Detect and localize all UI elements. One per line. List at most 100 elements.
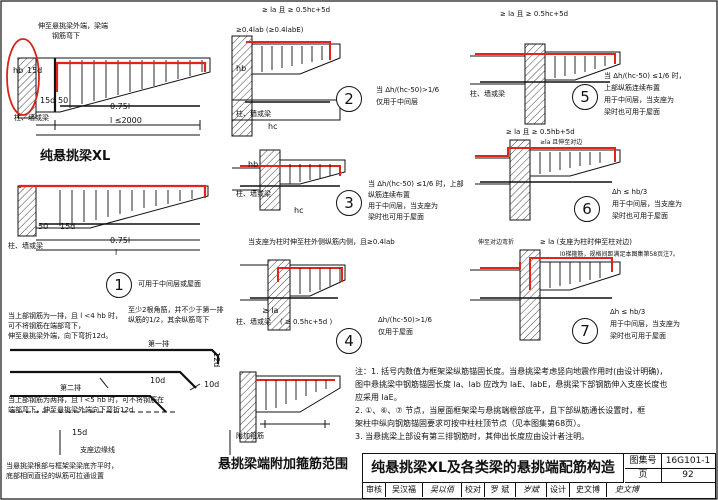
fig6-text-2: 用于中间层，当支座为: [612, 200, 682, 208]
fig7-dim-side: 伸至对边弯折: [478, 239, 515, 246]
fig0-dim-15d-bottom: 15d: [40, 96, 56, 105]
fig1-dim-l: l: [115, 248, 118, 257]
fig2-number: 2: [336, 86, 362, 112]
rebar-note-top-1: 当上部钢筋为一排，且 l <4 hb 时，: [8, 312, 123, 320]
rebar-dim-10d: 10d: [150, 376, 166, 385]
fig0-dim-hb: hb: [13, 66, 24, 75]
fig0-annotation-2: 钢筋弯下: [52, 32, 80, 40]
fig5-text-4: 梁时也可用于屋面: [604, 108, 660, 116]
fig2-support-label: 柱、墙或梁: [236, 110, 271, 118]
fig0-dim-50: 50: [58, 96, 69, 105]
fig6-text-1: Δh ≤ hb/3: [612, 188, 648, 196]
rebar-dim-10d-b: 10d: [204, 380, 220, 389]
reviewer-signature: 吴以佰: [423, 482, 462, 497]
fig4-note: Δh/(hc-50)>1/6: [378, 316, 432, 324]
rebar-note-second-2: 端部弯下，伸至悬挑梁外端向下弯折12d: [8, 406, 134, 414]
rebar-first-row: 第一排: [148, 340, 169, 348]
fig2-condition: 当 Δh/(hc-50)>1/6: [376, 86, 440, 94]
atlas-number: 16G101-1: [661, 454, 715, 469]
fig5-geometry: [470, 43, 621, 125]
fig4-dim-bottom: ( ≥ 0.5hc+5d ): [280, 318, 333, 326]
fig6-dim-side: ≥la 且伸至对边: [540, 139, 583, 146]
fig3-dim-hb: hb: [248, 160, 259, 169]
fig7-annotation: l0梯箍筋，规格间距满足本图集第58页注7。: [560, 251, 679, 258]
fig0-title: 纯悬挑梁XL: [40, 149, 111, 164]
rebar-note-second-1: 当上部钢筋为两排，且 l <5 hb 时，可不将钢筋在: [8, 396, 165, 404]
fig3-text-2: 纵筋连续布置: [368, 191, 410, 199]
highlight-circle: [6, 38, 40, 116]
designer-name: 史文博: [570, 482, 607, 497]
rebar-note-bottom-2: 底部相同直径的纵筋可拉通设置: [6, 472, 104, 480]
rebar-sketches: [10, 348, 231, 455]
fig3-number: 3: [336, 190, 362, 216]
design-label: 设计: [547, 482, 570, 497]
fig7-geometry: [470, 249, 621, 341]
fig4-note-2: 仅用于屋面: [378, 328, 413, 336]
fig1-geometry: [17, 184, 209, 251]
fig5-dim-top: ≥ la 且 ≥ 0.5hc+5d: [500, 10, 569, 18]
fig3-text-3: 用于中间层，当支座为: [368, 202, 438, 210]
fig5-text-1: 当 Δh/(hc-50) ≤1/6 时，: [604, 72, 686, 80]
fig0-dim-075l: 0.75l: [110, 102, 131, 111]
add-stirrup-title: 悬挑梁端附加箍筋范围: [218, 457, 349, 472]
fig3-support-label: 柱、墙或梁: [236, 190, 271, 198]
page-label: 页: [625, 468, 662, 483]
note-line: 2. ①、⑥、⑦ 节点，当屋面框架梁与悬挑端根部底平，且下部纵筋通长设置时，框: [355, 406, 646, 415]
rebar-support-edge-label: 支座边缘线: [80, 446, 115, 454]
fig3-text-1: 当 Δh/(hc-50) ≤1/6 时，上部: [368, 180, 464, 188]
fig5-support-label: 柱、墙或梁: [470, 90, 505, 98]
fig3-text-4: 梁时也可用于屋面: [368, 213, 424, 221]
rebar-note-bottom-1: 当悬挑梁根部与框架梁梁底齐平时，: [6, 462, 118, 470]
fig0-dim-l: l ≤2000: [110, 116, 142, 125]
fig7-text-1: Δh ≤ hb/3: [610, 308, 646, 316]
fig4-geometry: [240, 259, 346, 331]
fig2-dim-04lab: ≥0.4lab (≥0.4labE): [236, 26, 304, 34]
rebar-note-top-2: 可不将钢筋在端部弯下，: [8, 322, 85, 330]
note-line: 架柱中纵向钢筋锚固要求可按中柱柱顶节点（见本图集第68页）。: [355, 419, 586, 428]
fig6-geometry: [475, 139, 621, 221]
fig4-annotation-top: 当支座为柱时伸至柱外侧纵筋内侧，且≥0.4lab: [248, 238, 395, 246]
fig2-dim-hb: hb: [236, 64, 247, 73]
checker-name: 罗 斌: [485, 482, 516, 497]
rebar-second-row: 第二排: [60, 384, 81, 392]
rebar-note-top-3: 伸至悬挑梁外端，向下弯折12d。: [8, 332, 113, 340]
rebar-note-mid-2: 纵筋的1/2，其余纵筋弯下: [128, 316, 210, 324]
fig2-geometry: [231, 35, 341, 137]
page-number: 92: [661, 468, 715, 483]
fig0-dim-15d: 15d: [27, 66, 43, 75]
general-notes: 注：1. 括号内数值为框架梁纵筋锚固长度。当悬挑梁考虑竖向地震作用时(由设计明确…: [355, 365, 710, 443]
fig1-note: 可用于中间层或屋面: [138, 280, 201, 288]
rebar-dim-15d: 15d: [72, 428, 88, 437]
fig7-text-3: 梁时也可用于屋面: [610, 332, 666, 340]
checker-signature: 岁斌: [516, 482, 547, 497]
fig6-text-3: 梁时也可用于屋面: [612, 212, 668, 220]
note-line: 应采用 laE。: [355, 393, 402, 402]
fig3-geometry: [232, 149, 346, 211]
reviewer-name: 吴汉福: [386, 482, 423, 497]
fig1-support-label: 柱、墙或梁: [8, 242, 43, 250]
fig0-geometry: [17, 57, 211, 136]
title-block: 纯悬挑梁XL及各类梁的悬挑端配筋构造 图集号 16G101-1 页 92 审核 …: [362, 453, 716, 499]
fig4-support-label: 柱、墙或梁: [236, 318, 271, 326]
fig7-text-2: 用于中间层，当支座为: [610, 320, 680, 328]
note-line: 注：1. 括号内数值为框架梁纵筋锚固长度。当悬挑梁考虑竖向地震作用时(由设计明确…: [355, 367, 668, 376]
fig5-text-3: 用于中间层，当支座为: [604, 96, 674, 104]
rebar-note-mid-1: 至少2根角筋，并不少于第一排: [128, 306, 224, 314]
fig0-support-label: 柱、墙或梁: [14, 114, 49, 122]
fig5-text-2: 上部纵筋连续布置: [604, 84, 660, 92]
fig2-note: 仅用于中间层: [376, 98, 418, 106]
check-label: 校对: [462, 482, 485, 497]
fig6-number: 6: [574, 196, 600, 222]
note-line: 图中悬挑梁中钢筋锚固长度 la、lab 应改为 laE、labE，悬挑梁下部钢筋…: [355, 380, 668, 389]
fig2-dim-hc: hc: [268, 122, 278, 131]
fig4-dim-la: ≥ la: [262, 306, 279, 315]
designer-signature: 史文博: [615, 485, 639, 494]
fig3-dim-hc: hc: [294, 206, 304, 215]
review-label: 审核: [363, 482, 386, 497]
add-stirrup-label: 附加箍筋: [236, 432, 264, 440]
fig7-number: 7: [572, 318, 598, 344]
fig5-number: 5: [572, 84, 598, 110]
atlas-number-label: 图集号: [625, 454, 662, 469]
